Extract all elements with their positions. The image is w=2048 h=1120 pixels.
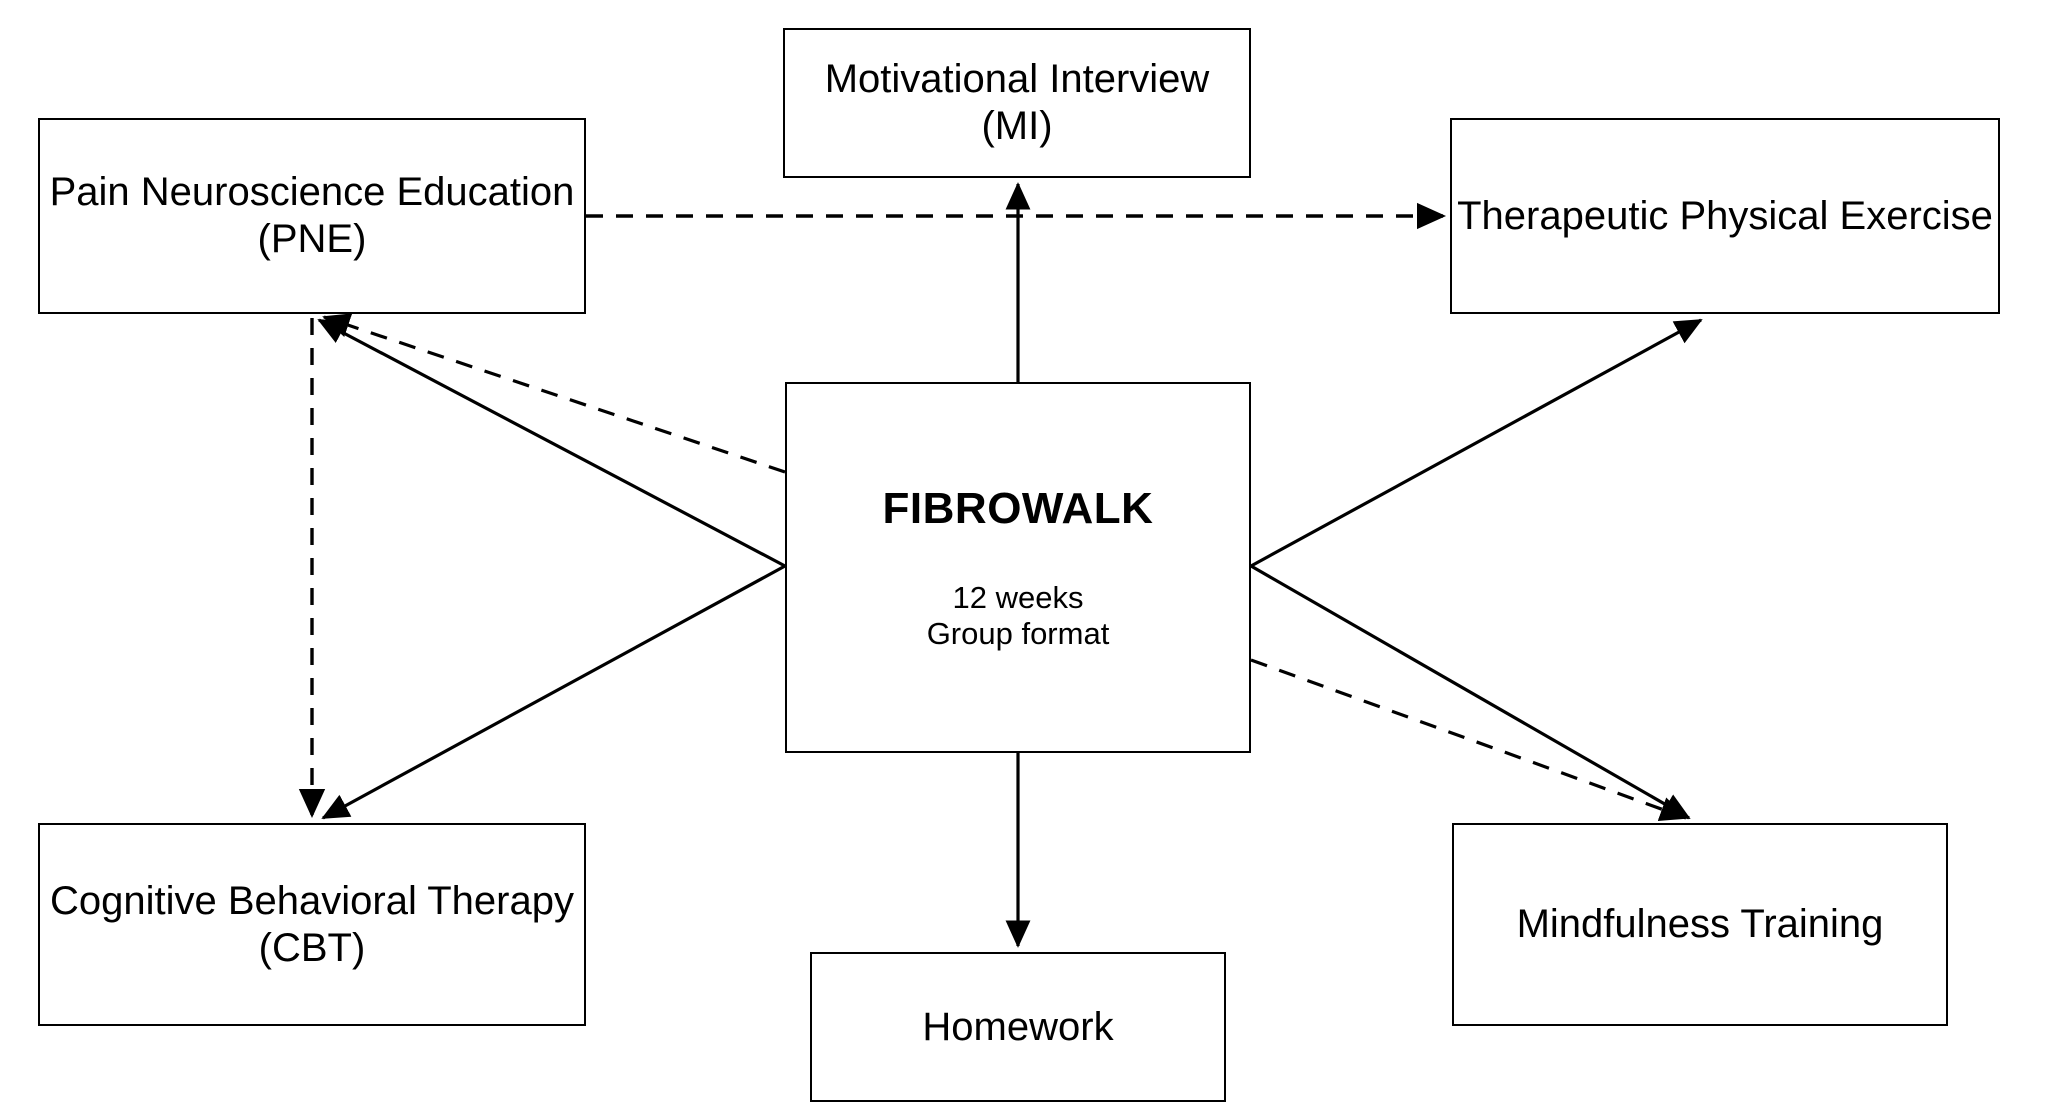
node-pne-line-1: Pain Neuroscience Education bbox=[49, 170, 575, 215]
node-mi-line-2: (MI) bbox=[981, 104, 1053, 148]
node-homework[interactable]: Homework bbox=[810, 952, 1226, 1102]
node-tpe-line-1: Therapeutic Physical Exercise bbox=[1457, 193, 1993, 238]
node-therapeutic-physical-exercise[interactable]: Therapeutic Physical Exercise bbox=[1450, 118, 2000, 314]
node-mindfulness-line-1: Mindfulness Training bbox=[1516, 902, 1884, 947]
node-cbt-line-1: Cognitive Behavioral Therapy bbox=[49, 878, 574, 923]
node-pne-line-2: (PNE) bbox=[257, 217, 367, 261]
edge-fibrowalk-to-pne bbox=[317, 318, 786, 568]
node-motivational-interview[interactable]: Motivational Interview (MI) bbox=[783, 28, 1251, 178]
node-cognitive-behavioral-therapy[interactable]: Cognitive Behavioral Therapy (CBT) bbox=[38, 823, 586, 1026]
edge-fibrowalk-to-pne-dashed bbox=[322, 313, 786, 474]
node-fibrowalk-duration: 12 weeks bbox=[952, 579, 1084, 615]
node-pain-neuroscience-education[interactable]: Pain Neuroscience Education (PNE) bbox=[38, 118, 586, 314]
node-mi-line-1: Motivational Interview bbox=[824, 57, 1210, 102]
node-fibrowalk-title: FIBROWALK bbox=[882, 483, 1154, 533]
node-fibrowalk-format: Group format bbox=[926, 616, 1110, 652]
edge-fibrowalk-to-cbt bbox=[321, 564, 786, 820]
node-fibrowalk[interactable]: FIBROWALK 12 weeks Group format bbox=[785, 382, 1251, 753]
edge-fibrowalk-to-mindfulness-dashed bbox=[1250, 658, 1688, 821]
edge-fibrowalk-to-mindfulness bbox=[1250, 564, 1691, 820]
node-mindfulness-training[interactable]: Mindfulness Training bbox=[1452, 823, 1948, 1026]
node-homework-line-1: Homework bbox=[922, 1004, 1114, 1049]
node-cbt-line-2: (CBT) bbox=[258, 925, 366, 970]
edge-fibrowalk-to-tpe bbox=[1250, 318, 1703, 568]
